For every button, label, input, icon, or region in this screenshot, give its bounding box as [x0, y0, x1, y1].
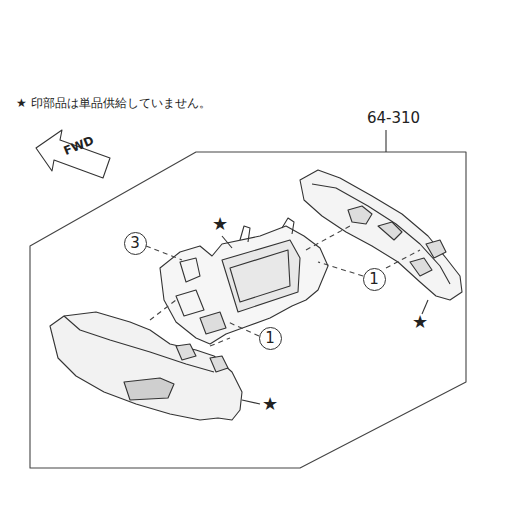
star-mark: ★: [212, 214, 228, 234]
callout-number: 1: [369, 272, 379, 287]
callout-circle: 3: [124, 232, 147, 255]
callout-number: 3: [130, 236, 140, 251]
star-mark: ★: [412, 312, 428, 332]
star-mark: ★: [262, 394, 278, 414]
callout-circle: 1: [259, 327, 282, 350]
assembly-number: 64-310: [367, 110, 420, 127]
callout-circle: 1: [363, 268, 386, 291]
callout-number: 1: [265, 331, 275, 346]
note-text: ★ 印部品は単品供給していません。: [16, 97, 211, 110]
